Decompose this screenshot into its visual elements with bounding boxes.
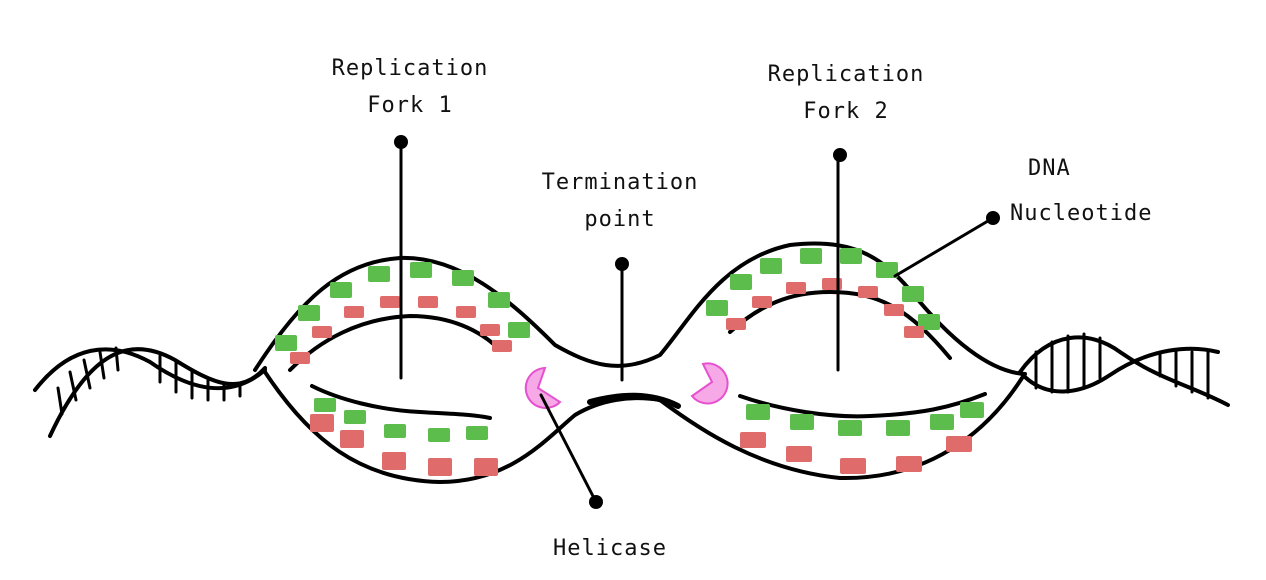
red-nucleotide (740, 432, 766, 448)
outer-top-strand (253, 241, 1027, 376)
fork2-pointer-dot (833, 148, 847, 162)
termination-label-line2: point (584, 207, 656, 233)
red-nucleotide (946, 436, 972, 452)
green-nucleotide (800, 248, 822, 264)
red-nucleotide (344, 306, 364, 318)
green-nucleotide (838, 420, 862, 436)
green-nucleotide (840, 248, 862, 264)
green-nucleotide (790, 414, 814, 430)
termination-label: Termination point (530, 164, 710, 239)
green-nucleotide (344, 410, 366, 424)
green-nucleotide (746, 404, 770, 420)
red-nucleotide (428, 458, 452, 476)
green-nucleotide (508, 322, 530, 338)
green-nucleotide (488, 292, 510, 308)
red-nucleotide (290, 352, 310, 364)
red-nucleotide (786, 446, 812, 462)
helix-rung (56, 386, 64, 416)
green-nucleotide (384, 424, 406, 438)
right-helix-strand-a (1018, 335, 1230, 407)
nucleotide-blocks (275, 248, 984, 476)
green-nucleotide (368, 266, 390, 282)
green-nucleotide (902, 286, 924, 302)
red-nucleotide (786, 282, 806, 294)
fork2-label-line1: Replication (767, 62, 925, 87)
nucleotide-pointer-dot (986, 211, 1000, 225)
green-nucleotide (918, 314, 940, 330)
right-helix (1018, 332, 1230, 407)
termination-label-line1: Termination (541, 170, 699, 195)
helicase-label: Helicase (530, 530, 690, 567)
inner-lower-strand-2 (738, 392, 987, 419)
red-nucleotide (492, 340, 512, 352)
green-nucleotide (452, 270, 474, 286)
left-helix-strand-b (33, 347, 267, 392)
termination-pointer-dot (615, 257, 629, 271)
green-nucleotide (876, 262, 898, 278)
nucleotide-pointer-line (893, 216, 995, 278)
green-nucleotide (960, 402, 984, 418)
inner-upper-strand-1 (288, 314, 502, 372)
helicase-right-icon (690, 362, 729, 405)
green-nucleotide (330, 282, 352, 298)
left-helix (33, 346, 267, 438)
nucleotide-label-line2: Nucleotide (1010, 201, 1153, 227)
green-nucleotide (466, 426, 488, 440)
inner-upper-strand-2 (728, 290, 952, 360)
helicase-pointer-dot (589, 495, 603, 509)
nucleotide-label-line1: DNA (1028, 156, 1071, 181)
right-helix-strand-b (1018, 346, 1220, 394)
helix-rung (68, 370, 78, 402)
green-nucleotide (314, 398, 336, 412)
fork1-label-line1: Replication (331, 56, 489, 81)
red-nucleotide (418, 296, 438, 308)
green-nucleotide (410, 262, 432, 278)
termination-segment (587, 392, 681, 409)
red-nucleotide (480, 324, 500, 336)
left-helix-strand-a (48, 347, 267, 438)
red-nucleotide (858, 286, 878, 298)
left-helix-rungs (56, 346, 242, 416)
red-nucleotide (840, 458, 866, 474)
fork1-label-line2: Fork 1 (367, 93, 453, 119)
red-nucleotide (312, 326, 332, 338)
fork1-label: Replication Fork 1 (320, 50, 500, 125)
green-nucleotide (706, 300, 728, 316)
helicase-pointer-line (539, 393, 598, 504)
green-nucleotide (428, 428, 450, 442)
green-nucleotide (930, 414, 954, 430)
red-nucleotide (456, 306, 476, 318)
red-nucleotide (884, 304, 904, 316)
red-nucleotide (474, 458, 498, 476)
helicase-label-text: Helicase (553, 536, 667, 561)
green-nucleotide (298, 305, 320, 321)
helix-rung (82, 358, 92, 390)
inner-lower-strand-1 (310, 384, 492, 420)
green-nucleotide (760, 258, 782, 274)
fork2-label-line2: Fork 2 (803, 99, 889, 125)
red-nucleotide (726, 318, 746, 330)
right-helix-rungs (1034, 332, 1210, 400)
nucleotide-label: DNA Nucleotide (1010, 150, 1180, 233)
fork1-pointer-dot (394, 135, 408, 149)
green-nucleotide (886, 420, 910, 436)
red-nucleotide (752, 296, 772, 308)
red-nucleotide (310, 414, 334, 432)
helicase-left-icon (524, 366, 562, 409)
red-nucleotide (904, 326, 924, 338)
red-nucleotide (382, 452, 406, 470)
green-nucleotide (730, 274, 752, 290)
red-nucleotide (340, 430, 364, 448)
fork2-label: Replication Fork 2 (756, 56, 936, 131)
red-nucleotide (896, 456, 922, 472)
red-nucleotide (380, 296, 400, 308)
green-nucleotide (275, 335, 297, 351)
helix-rung (98, 350, 106, 380)
helix-rung (114, 346, 120, 372)
